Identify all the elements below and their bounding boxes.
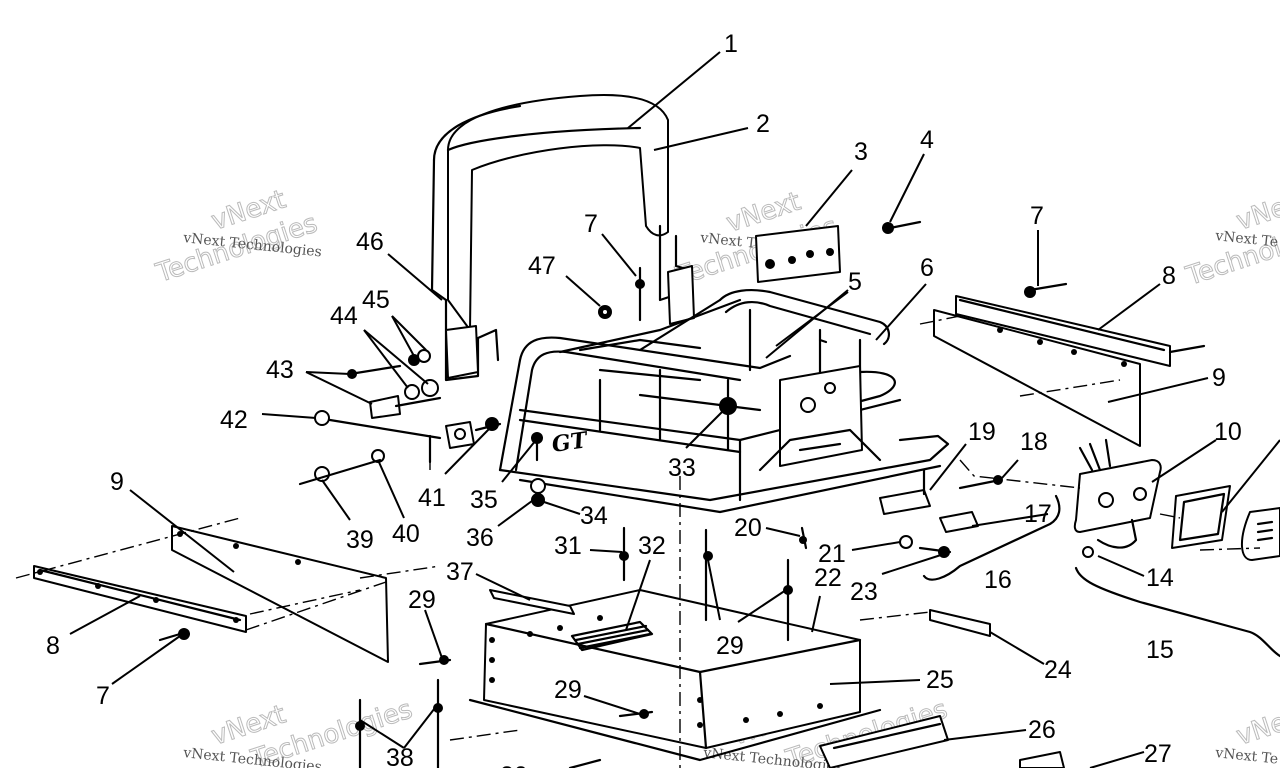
part-label: 42 xyxy=(220,406,248,434)
part-label: 41 xyxy=(418,484,446,512)
watermark: vNext vNext Te xyxy=(1214,699,1280,768)
part-label: 38 xyxy=(386,744,414,768)
part-label: 5 xyxy=(848,268,862,296)
part-label: 27 xyxy=(1144,740,1172,768)
part-label: 47 xyxy=(528,252,556,280)
part-label: 2 xyxy=(756,110,770,138)
watermark: vNext Technologies vNext Technologies xyxy=(182,694,417,768)
screws xyxy=(355,526,793,768)
part-label: 35 xyxy=(470,486,498,514)
part-label: 46 xyxy=(356,228,384,256)
part-label: 14 xyxy=(1146,564,1174,592)
part-label: 9 xyxy=(1212,364,1226,392)
svg-text:vNext Te: vNext Te xyxy=(1214,745,1279,768)
hardware-cluster-center xyxy=(158,220,1068,642)
part-label: 33 xyxy=(668,454,696,482)
side-panel-left xyxy=(33,525,389,663)
svg-text:vNext: vNext xyxy=(1233,185,1280,237)
part-label: 1 xyxy=(724,30,738,58)
part-label: 24 xyxy=(1044,656,1072,684)
bottom-rails xyxy=(819,715,1065,768)
part-label: 4 xyxy=(920,126,934,154)
part-label: 17 xyxy=(1024,500,1052,528)
svg-text:vNext: vNext xyxy=(1233,700,1280,752)
part-label: 31 xyxy=(554,532,582,560)
part-label: 8 xyxy=(46,632,60,660)
part-label: 36 xyxy=(466,524,494,552)
part-labels: 1 2 3 4 5 6 7 7 7 8 8 9 9 10 14 15 16 17… xyxy=(46,30,1242,768)
part-label: 25 xyxy=(926,666,954,694)
part-label: 44 xyxy=(330,302,358,330)
part-label: 15 xyxy=(1146,636,1174,664)
part-label: 40 xyxy=(392,520,420,548)
tail-light-assembly xyxy=(1073,438,1280,561)
rack-frame xyxy=(498,289,950,514)
backrest-bracket xyxy=(444,224,695,382)
part-label: 21 xyxy=(818,540,846,568)
part-label: 37 xyxy=(446,558,474,586)
frame-decal: GT xyxy=(550,427,590,458)
part-label: 22 xyxy=(814,564,842,592)
backrest-pad xyxy=(430,94,669,331)
part-label: 19 xyxy=(968,418,996,446)
watermark: vNext Technologies vNext Te xyxy=(1181,184,1280,292)
svg-text:vNext Te: vNext Te xyxy=(1214,228,1279,251)
part-label: 7 xyxy=(584,210,598,238)
part-label: 7 xyxy=(1030,202,1044,230)
part-label: 23 xyxy=(850,578,878,606)
part-label: 3 xyxy=(854,138,868,166)
watermark: vNext Technologies vNext Technologies xyxy=(151,184,322,289)
group-braces xyxy=(922,494,1280,658)
part-label: 29 xyxy=(554,676,582,704)
mount-plate xyxy=(755,225,841,283)
part-label: 9 xyxy=(110,468,124,496)
part-label: 20 xyxy=(734,514,762,542)
part-label: 29 xyxy=(408,586,436,614)
rack-center-box xyxy=(758,338,882,472)
part-label: 8 xyxy=(1162,262,1176,290)
side-panel-right xyxy=(933,295,1206,447)
leader-lines xyxy=(69,51,1280,768)
centerlines xyxy=(15,315,1261,768)
part-label: 43 xyxy=(266,356,294,384)
part-label: 39 xyxy=(346,526,374,554)
part-label: 10 xyxy=(1214,418,1242,446)
part-label: 29 xyxy=(716,632,744,660)
part-label: 34 xyxy=(580,502,608,530)
part-label: 26 xyxy=(1028,716,1056,744)
part-label: 6 xyxy=(920,254,934,282)
part-label: 30 xyxy=(500,762,528,768)
small-plate xyxy=(929,609,991,637)
part-label: 18 xyxy=(1020,428,1048,456)
hardware-cluster-left xyxy=(298,349,502,486)
part-label: 16 xyxy=(984,566,1012,594)
part-label: 32 xyxy=(638,532,666,560)
part-label: 7 xyxy=(96,682,110,710)
part-label: 45 xyxy=(362,286,390,314)
